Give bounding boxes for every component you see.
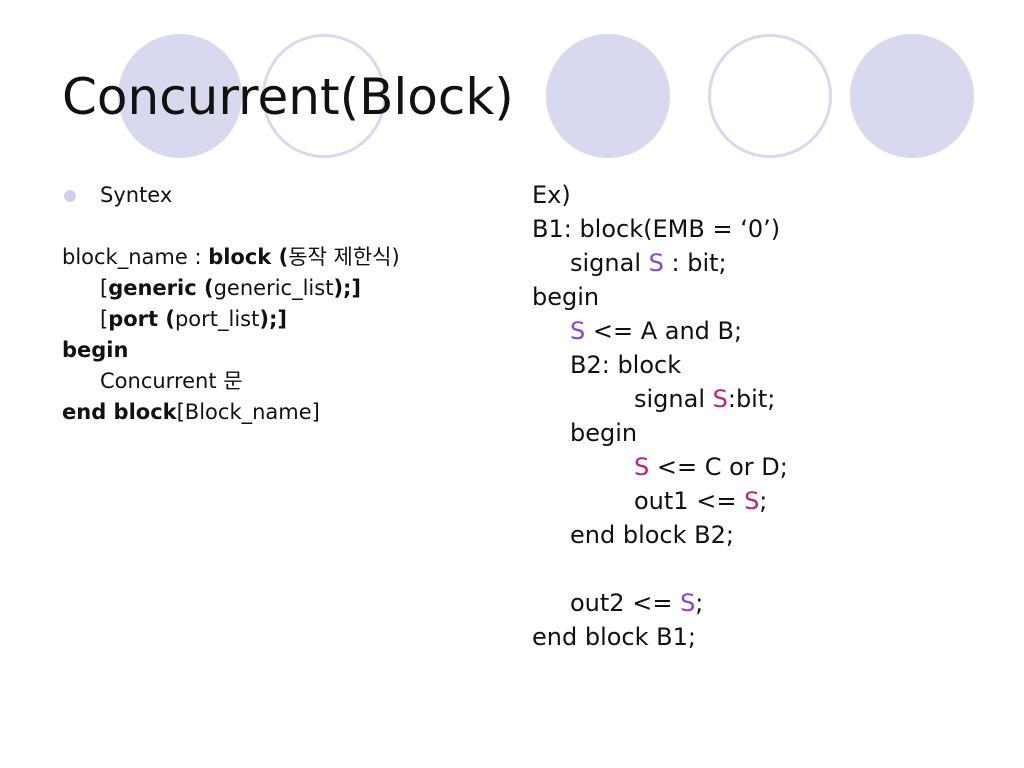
- slide-title: Concurrent(Block): [62, 68, 514, 126]
- example-line: begin: [532, 283, 600, 311]
- syntax-text: [: [100, 276, 109, 300]
- circle-shape-outline: [262, 34, 386, 158]
- circle-shape-outline: [708, 34, 832, 158]
- syntax-text: block_name :: [62, 245, 209, 269]
- signal-name: S: [712, 385, 728, 413]
- bullet-icon: [64, 190, 76, 202]
- example-line: signal S:bit;: [532, 382, 1002, 416]
- syntax-text: port_list: [174, 307, 260, 331]
- syntax-line-concurrent: Concurrent 문: [100, 369, 243, 393]
- signal-name: S: [744, 487, 760, 515]
- spacer: [62, 211, 502, 242]
- example-line: S <= C or D;: [532, 450, 1002, 484]
- syntax-text: 동작 제한식): [288, 245, 400, 269]
- syntax-line-end: end block[Block_name]: [62, 397, 502, 428]
- signal-name: S: [680, 589, 696, 617]
- circle-shape-filled: [850, 34, 974, 158]
- syntax-line-block: block_name : block (동작 제한식): [62, 242, 502, 273]
- example-line: end block B2;: [570, 521, 734, 549]
- code-text: out1 <=: [634, 487, 745, 515]
- code-text: : bit;: [663, 249, 727, 277]
- syntax-text: [: [100, 307, 109, 331]
- code-text: ;: [759, 487, 768, 515]
- code-text: <= C or D;: [649, 453, 788, 481]
- example-line: signal S : bit;: [532, 246, 1002, 280]
- syntax-line-port: [port (port_list);]: [62, 304, 502, 335]
- example-line: B1: block(EMB = ‘0’): [532, 215, 781, 243]
- syntax-keyword: port (: [108, 307, 175, 331]
- circle-shape-filled: [546, 34, 670, 158]
- signal-name: S: [634, 453, 650, 481]
- code-text: :bit;: [727, 385, 776, 413]
- syntax-bullet: Syntex: [62, 180, 502, 211]
- example-line: out1 <= S;: [532, 484, 1002, 518]
- code-text: out2 <=: [570, 589, 681, 617]
- code-text: signal: [570, 249, 649, 277]
- circle-shape-filled: [118, 34, 242, 158]
- syntax-line-begin: begin: [62, 338, 129, 362]
- example-section: Ex) B1: block(EMB = ‘0’) signal S : bit;…: [532, 178, 1002, 654]
- syntax-keyword: generic (: [108, 276, 214, 300]
- syntax-keyword: end block: [62, 400, 177, 424]
- example-line: begin: [570, 419, 638, 447]
- syntax-keyword: );]: [333, 276, 362, 300]
- syntax-keyword: );]: [259, 307, 287, 331]
- code-text: signal: [634, 385, 713, 413]
- example-line: out2 <= S;: [532, 586, 1002, 620]
- example-line: S <= A and B;: [532, 314, 1002, 348]
- syntax-text: [Block_name]: [176, 400, 320, 424]
- code-text: <= A and B;: [585, 317, 743, 345]
- signal-name: S: [570, 317, 586, 345]
- example-line: end block B1;: [532, 623, 696, 651]
- syntax-text: generic_list: [213, 276, 334, 300]
- code-text: ;: [695, 589, 704, 617]
- syntax-section: Syntex block_name : block (동작 제한식) [gene…: [62, 180, 502, 428]
- signal-name: S: [648, 249, 664, 277]
- syntax-keyword: block (: [208, 245, 289, 269]
- example-line: B2: block: [570, 351, 682, 379]
- syntax-line-generic: [generic (generic_list);]: [62, 273, 502, 304]
- example-line: Ex): [532, 181, 571, 209]
- spacer: [532, 552, 1002, 586]
- bullet-label: Syntex: [100, 183, 173, 207]
